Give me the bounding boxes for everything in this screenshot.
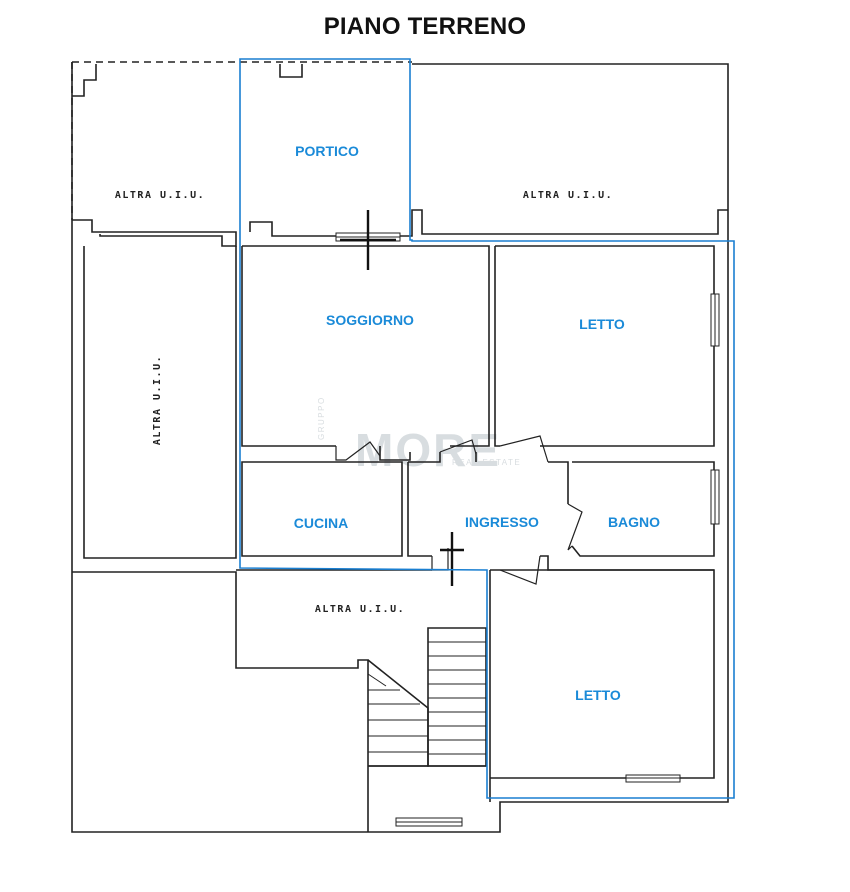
axis-crosses (340, 210, 464, 586)
stair-right-flight (427, 627, 487, 767)
room-labels: PORTICO SOGGIORNO LETTO CUCINA INGRESSO … (294, 143, 660, 703)
portico-pillar (279, 64, 303, 78)
label-ingresso: INGRESSO (465, 514, 539, 530)
label-altra-2: ALTRA U.I.U. (523, 190, 613, 201)
label-bagno: BAGNO (608, 514, 660, 530)
wall-portico-bottom (249, 221, 336, 237)
label-altra-1: ALTRA U.I.U. (115, 190, 205, 201)
wall-soggiorno-left (241, 246, 336, 447)
watermark-left-text: GRUPPO (317, 396, 326, 440)
wall-ingresso-bottom-right (540, 555, 714, 571)
wall-right-upper (400, 209, 728, 237)
label-cucina: CUCINA (294, 515, 348, 531)
wall-letto-2 (490, 569, 715, 779)
label-altra-3: ALTRA U.I.U. (152, 355, 163, 445)
stair-left-flight (367, 659, 429, 767)
wall-upper-left (72, 219, 237, 247)
page-title: PIANO TERRENO (323, 13, 527, 40)
wall-cucina (241, 461, 403, 557)
door-entrance (431, 548, 449, 571)
walls (71, 61, 729, 833)
watermark: MORE GRUPPO REAL ESTATE (317, 396, 521, 476)
door-bagno (567, 503, 583, 551)
wall-letto-1 (495, 245, 715, 447)
label-altra-4: ALTRA U.I.U. (315, 604, 405, 615)
doors (335, 435, 583, 585)
door-soggiorno-cucina (335, 441, 381, 461)
wall-letto-1-left (494, 246, 500, 447)
door-letto-2 (499, 555, 541, 585)
corner-notch (72, 64, 97, 97)
stair-treads (367, 641, 486, 755)
door-letto-1 (499, 435, 549, 463)
wall-ingresso-right (548, 461, 569, 504)
watermark-brand: MORE (355, 424, 501, 476)
wall-ingresso-left (407, 462, 432, 557)
label-portico: PORTICO (295, 143, 359, 159)
label-letto-2: LETTO (575, 687, 621, 703)
label-letto-1: LETTO (579, 316, 625, 332)
wall-soggiorno-right (242, 245, 490, 447)
watermark-sub-text: REAL ESTATE (452, 458, 521, 467)
label-soggiorno: SOGGIORNO (326, 312, 414, 328)
outer-wall (71, 62, 729, 833)
door-soggiorno-ingresso (439, 439, 477, 455)
other-unit-labels: ALTRA U.I.U. ALTRA U.I.U. ALTRA U.I.U. A… (115, 190, 613, 615)
wall-ingresso-top-left (408, 452, 441, 463)
wall-soggiorno-door (379, 446, 411, 461)
wall-left-unit (83, 246, 237, 559)
wall-bagno (571, 461, 715, 557)
unit-boundary (239, 58, 735, 799)
